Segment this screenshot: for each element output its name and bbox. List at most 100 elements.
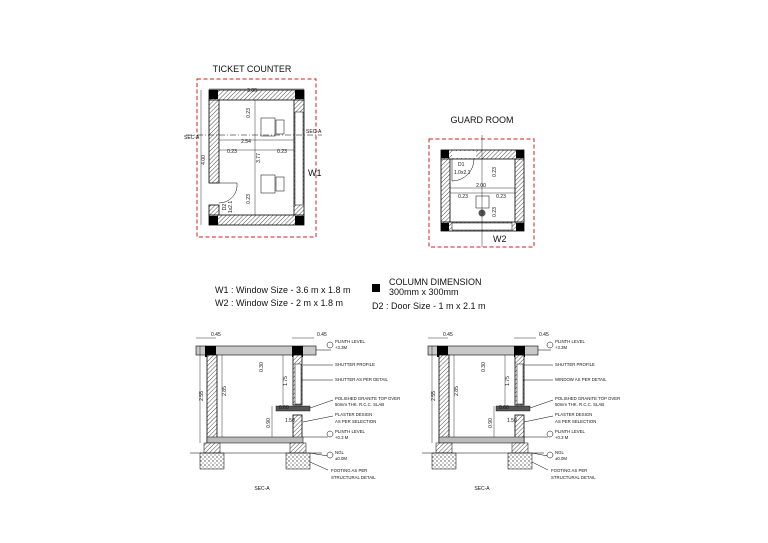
sec-right-window (516, 363, 524, 405)
sec-right-plaster-2: AS PER SELECTION (555, 419, 596, 424)
sec-left-plinth-bottom-val: +0.3 M (335, 435, 349, 440)
sec-left-roof-slab (195, 345, 317, 356)
sec-left-plinth-top-val: +3.3M (335, 345, 347, 350)
sec-right-window-detail: WINDOW AS PER DETAIL (555, 377, 607, 382)
sec-right-dim-285: 2.85 (454, 386, 460, 396)
sec-left-shutter-detail: SHUTTER AS PER DETAIL (335, 377, 389, 382)
guard-room-plan: GUARD ROOM D1 1.0x2.1 2.00 0.23 0.23 0.2… (428, 115, 535, 248)
sec-left-footing-2: STRUCTURAL DETAIL (331, 475, 376, 480)
level-marker-icon (546, 341, 554, 349)
tc-dim-wall-right: 0.23 (277, 149, 287, 155)
sec-left-floor (206, 436, 304, 444)
tc-sec-a-right: SEC-A (306, 129, 322, 135)
gr-dim-wall-right: 0.23 (496, 194, 506, 200)
sec-right-granite-2: 50mm THK. R.C.C. SLAB (555, 402, 604, 407)
ticket-counter-title: TICKET COUNTER (213, 64, 292, 74)
sec-right-ngl-val: ±0.0M (555, 456, 567, 461)
sec-left-dim-150: 1.50 (285, 418, 295, 424)
note-w2: W2 : Window Size - 2 m x 1.8 m (215, 298, 343, 308)
section-a-right: 0.45 0.45 2.55 2.85 0.30 1.75 0.60 0.90 … (422, 332, 620, 492)
sec-left-dim-030: 0.30 (259, 362, 265, 372)
tc-window-label: W1 (308, 168, 322, 178)
sec-right-footing (507, 452, 533, 470)
sec-left-dim-060: 0.60 (279, 405, 289, 411)
tc-column (295, 216, 304, 225)
sec-left-plinth-bottom: PLINTH LEVEL (335, 429, 365, 434)
sec-left-counter-slab (275, 405, 311, 412)
sec-right-footing-2: STRUCTURAL DETAIL (551, 475, 596, 480)
sec-left-shutter (294, 363, 302, 405)
sec-right-plinth-bottom-val: +0.3 M (555, 435, 569, 440)
tc-column (295, 90, 304, 99)
tc-wall-left-lower (208, 204, 220, 216)
sec-left-dim-285: 2.85 (222, 386, 228, 396)
sec-right-dim-150: 1.50 (507, 418, 517, 424)
tc-dim-left: 4.00 (201, 155, 207, 165)
note-column-size: 300mm x 300mm (389, 287, 459, 297)
sec-right-ngl: NGL (555, 450, 564, 455)
note-d2: D2 : Door Size - 1 m x 2.1 m (372, 301, 486, 311)
tc-dim-wall-left: 0.23 (227, 149, 237, 155)
sec-left-shutter-profile: SHUTTER PROFILE (335, 362, 375, 367)
notes: W1 : Window Size - 3.6 m x 1.8 m W2 : Wi… (215, 277, 486, 311)
ticket-counter-boundary (196, 78, 317, 238)
tc-dim-wall-bottom: 0.23 (246, 194, 252, 204)
sec-left-ngl-val: ±0.0M (335, 456, 347, 461)
level-marker-icon (326, 341, 334, 349)
gr-door-label: D1 (458, 162, 465, 168)
sec-right-granite-1: POLISHED GRANITE TOP OVER (555, 396, 620, 401)
sec-left-dim-255: 2.55 (199, 391, 205, 401)
sec-right-dim-045-left: 0.45 (443, 332, 453, 338)
tc-wall-bottom (208, 214, 305, 226)
sec-left-caption: SEC-A (254, 486, 270, 492)
sec-right-footing-1: FOOTING AS PER (551, 468, 587, 473)
level-marker-icon (546, 451, 554, 459)
sec-right-dim-030: 0.30 (481, 362, 487, 372)
sec-right-plaster-1: PLASTER DESIGN (555, 412, 592, 417)
column-legend-swatch (372, 284, 380, 292)
gr-dim-wall-bottom: 0.23 (492, 207, 498, 217)
tc-counter-upper (260, 117, 276, 137)
tc-column (209, 216, 218, 225)
section-a-left: 0.45 0.45 2.55 2.85 0.30 1.75 0.60 0.90 … (190, 332, 400, 492)
sec-right-shutter-profile: SHUTTER PROFILE (555, 362, 595, 367)
sec-left-dim-045-left: 0.45 (211, 332, 221, 338)
gr-door-opening (452, 151, 476, 158)
gr-dim-wall-left: 0.23 (458, 194, 468, 200)
sec-right-column-left (438, 354, 450, 444)
tc-door-size: 1x2.1 (228, 201, 234, 213)
sec-right-floor (438, 436, 525, 444)
sec-left-granite-2: 50mm THK. R.C.C. SLAB (335, 402, 384, 407)
sec-right-dim-175: 1.75 (505, 376, 511, 386)
sec-left-column-left (206, 354, 218, 444)
gr-dim-width: 2.00 (476, 183, 486, 189)
tc-dim-top: 3.00 (247, 88, 257, 94)
sec-left-footing (199, 452, 225, 470)
sec-right-caption: SEC-A (474, 486, 490, 492)
gr-door-swing (451, 158, 475, 182)
sec-left-plaster-1: PLASTER DESIGN (335, 412, 372, 417)
gr-window-label: W2 (493, 234, 507, 244)
sec-right-dim-045-right: 0.45 (539, 332, 549, 338)
sec-left-granite-1: POLISHED GRANITE TOP OVER (335, 396, 400, 401)
sec-left-footing (285, 452, 311, 470)
sec-right-plinth-top: PLINTH LEVEL (555, 339, 585, 344)
tc-dim-inner-height: 3.77 (256, 153, 262, 163)
tc-dim-width: 2.54 (241, 139, 251, 145)
gr-door-size: 1.0x2.1 (454, 170, 471, 176)
ticket-counter-plan: TICKET COUNTER SEC-A SEC-A (184, 64, 322, 238)
gr-dim-wall-top: 0.23 (492, 167, 498, 177)
gr-desk (475, 195, 490, 209)
sec-right-dim-255: 2.55 (431, 391, 437, 401)
sec-left-plaster-2: AS PER SELECTION (335, 419, 376, 424)
tc-wall-left-upper (208, 99, 220, 184)
tc-counter-lower (260, 174, 276, 194)
sec-left-ngl: NGL (335, 450, 344, 455)
tc-column (209, 90, 218, 99)
guard-room-boundary (428, 138, 535, 248)
sec-right-dim-090: 0.90 (488, 418, 494, 428)
tc-door-swing (218, 182, 238, 204)
sec-right-plinth-top-val: +3.3M (555, 345, 567, 350)
tc-door-label: D2 (222, 204, 228, 211)
